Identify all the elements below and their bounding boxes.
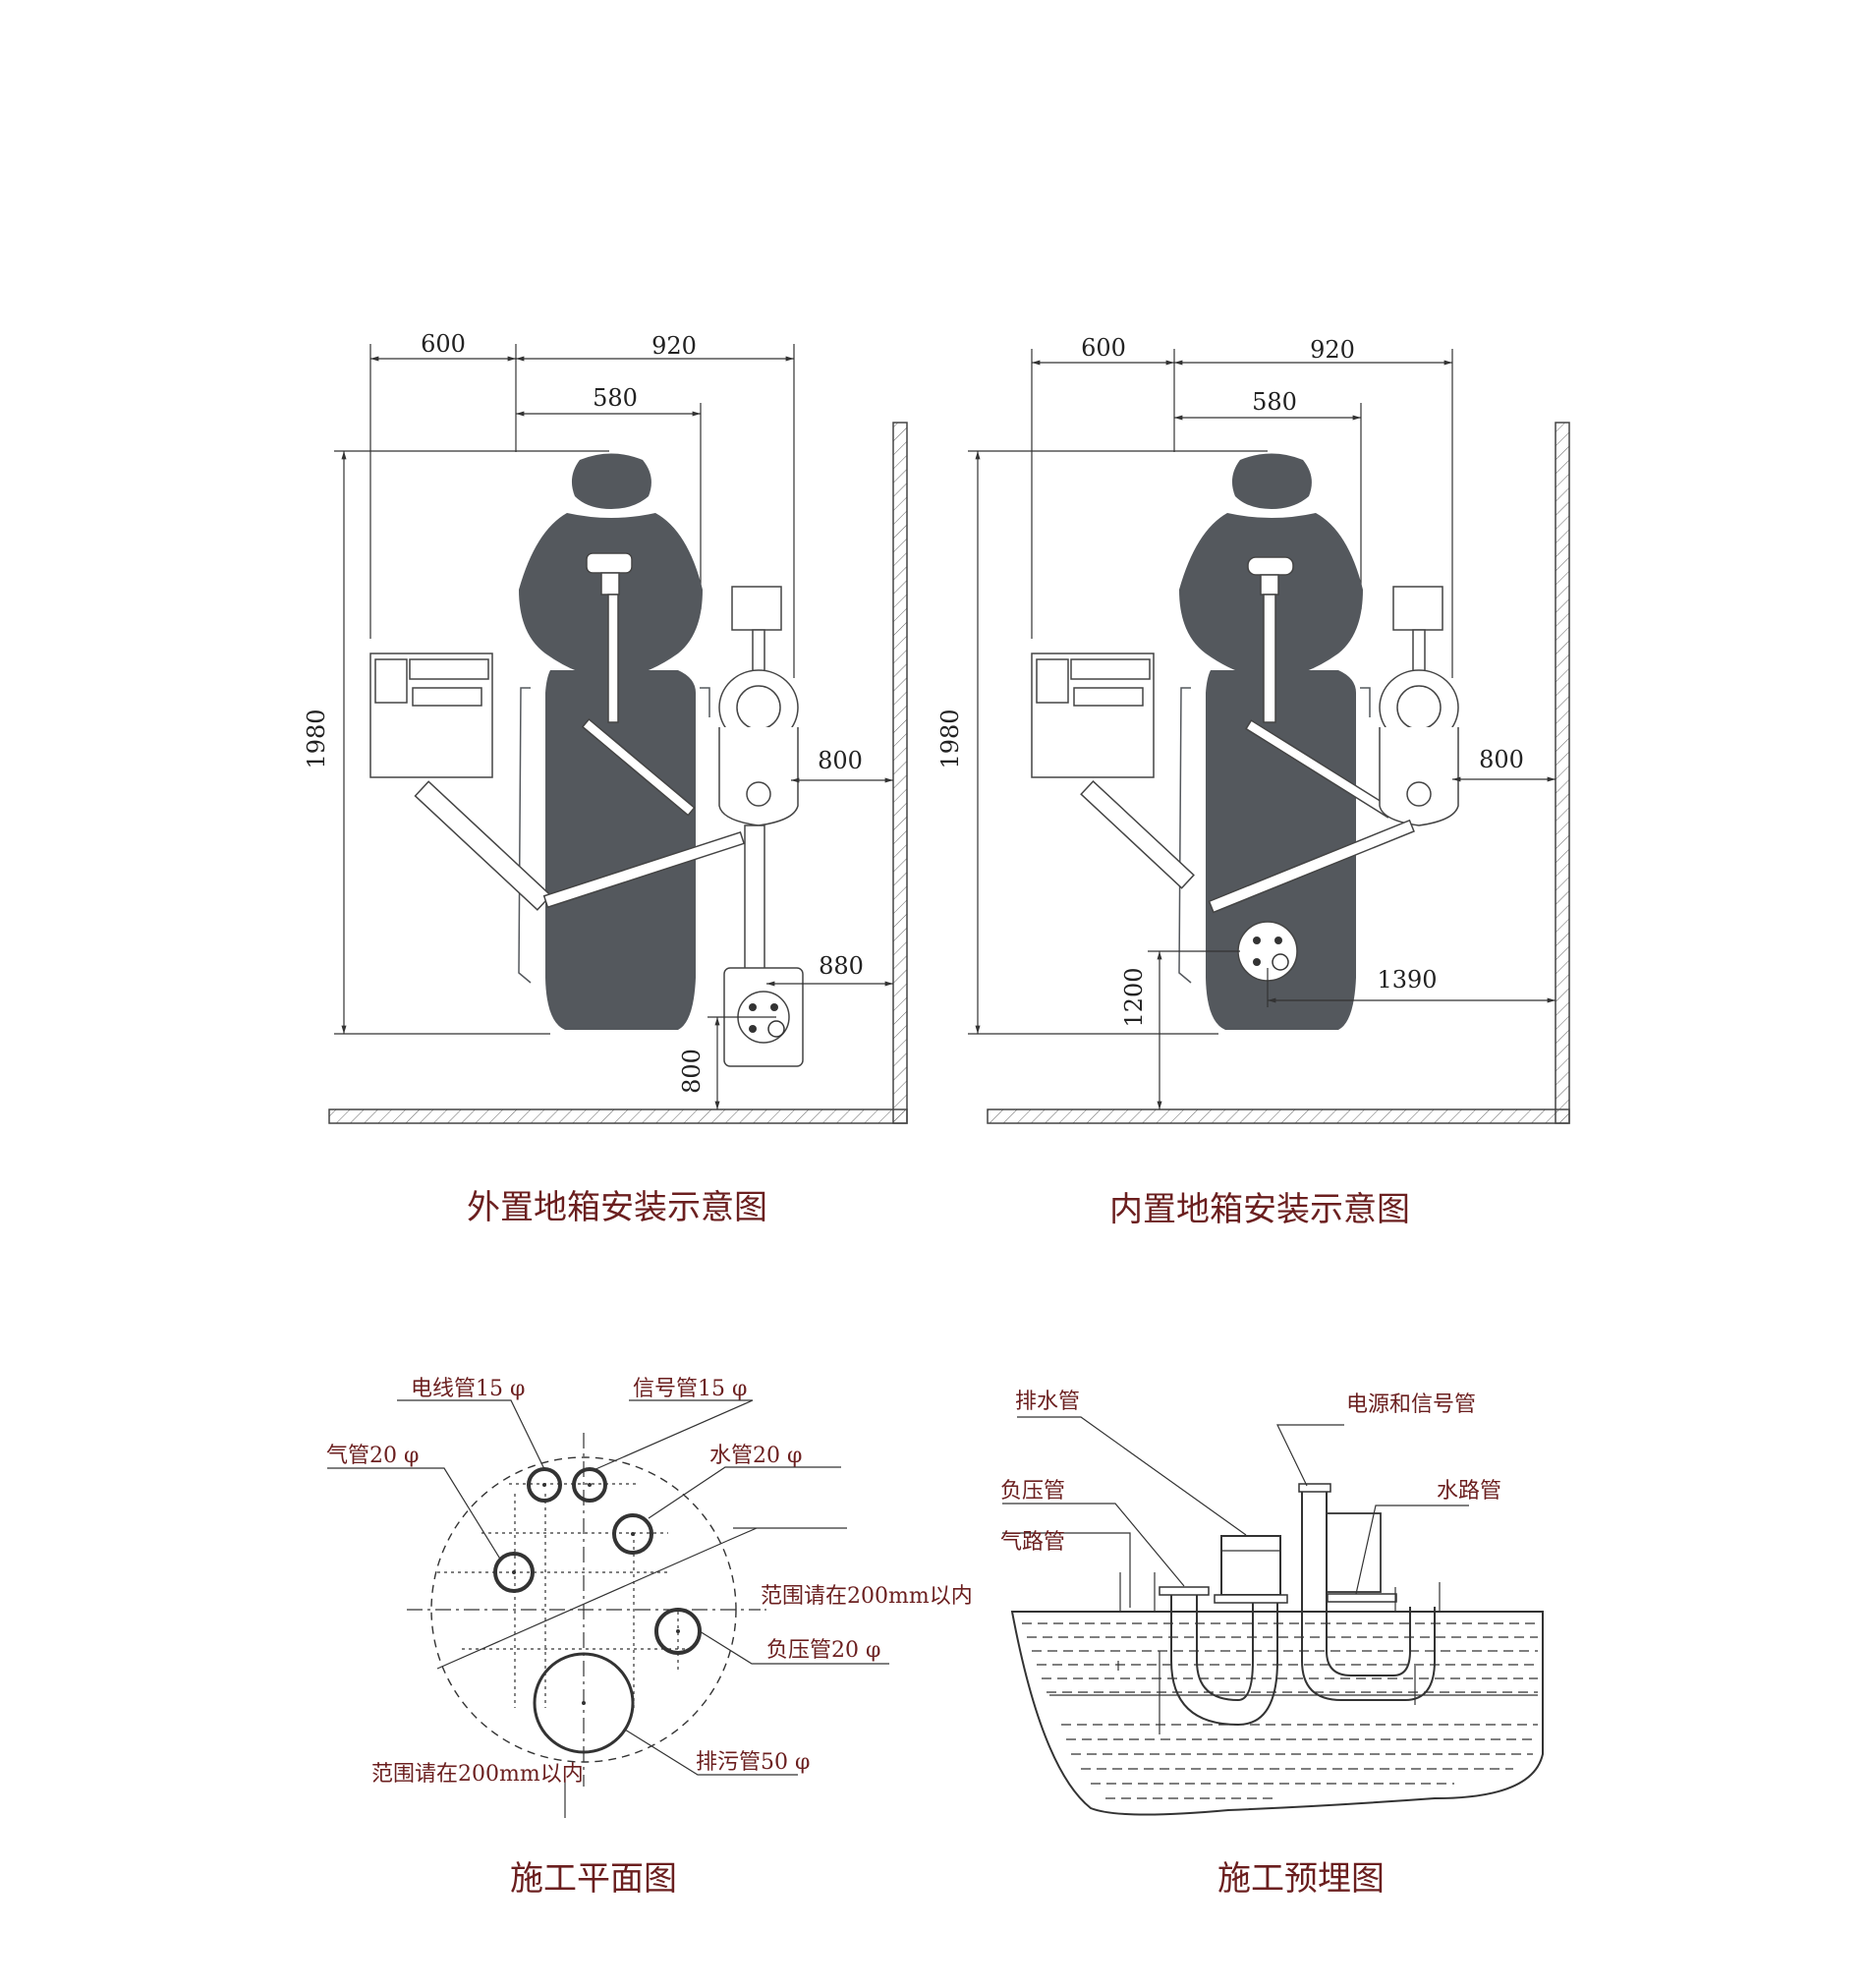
- dim-920-2: 920: [1310, 336, 1355, 364]
- assistant-column-2: [1379, 727, 1459, 826]
- dim-580-2: 580: [1252, 388, 1297, 416]
- caption-plan: 施工平面图: [510, 1859, 677, 1899]
- dim-920: 920: [651, 332, 697, 360]
- label-drain: 排水管: [1015, 1390, 1080, 1414]
- diagram-external-box: 600 920 580 1980: [303, 330, 908, 1227]
- drain-pipe: [533, 1652, 635, 1754]
- lamp-arm: [581, 717, 696, 817]
- diagram-internal-box: 600 920 580 1980 800 1390: [936, 334, 1570, 1229]
- assistant-box-2: [1392, 586, 1443, 631]
- diagram-embedded-section: 排水管 电源和信号管 负压管 水路管 气路管 施工预埋图: [1000, 1390, 1544, 1899]
- label-range-bottom: 范围请在200mm以内: [371, 1762, 584, 1787]
- label-drain-pipe: 排污管50 φ: [696, 1750, 810, 1775]
- side-wall-2: [1555, 422, 1570, 1124]
- dim-1200: 1200: [1120, 967, 1148, 1027]
- drain-pipe-block: [1220, 1535, 1281, 1596]
- floor-wall: [328, 1108, 908, 1124]
- assistant-column: [718, 727, 799, 826]
- label-range-right: 范围请在200mm以内: [761, 1584, 973, 1609]
- label-airway: 气路管: [1000, 1530, 1065, 1555]
- assistant-box: [731, 586, 782, 631]
- dim-1980-2: 1980: [936, 709, 964, 768]
- dim-800-right-2: 800: [1479, 746, 1524, 773]
- dim-1390: 1390: [1377, 966, 1437, 994]
- chair-headrest-2: [1231, 453, 1312, 509]
- label-vacuum: 负压管: [1000, 1479, 1065, 1504]
- vacuum-bend-pipe: [1170, 1590, 1278, 1727]
- label-water-pipe: 水管20 φ: [709, 1444, 802, 1468]
- label-wire-pipe: 电线管15 φ: [411, 1377, 525, 1401]
- tray-arm-2: [1080, 779, 1195, 889]
- signal-pipe: [572, 1467, 607, 1503]
- side-wall: [892, 422, 908, 1124]
- dim-1980: 1980: [303, 709, 330, 768]
- caption-internal: 内置地箱安装示意图: [1109, 1190, 1410, 1229]
- chair-seat: [545, 670, 696, 1030]
- water-pipe: [612, 1513, 653, 1555]
- label-signal-pipe: 信号管15 φ: [633, 1377, 747, 1401]
- label-waterway: 水路管: [1437, 1479, 1501, 1504]
- dim-880: 880: [819, 952, 864, 980]
- label-power-signal: 电源和信号管: [1346, 1392, 1476, 1417]
- label-air-pipe: 气管20 φ: [326, 1444, 419, 1468]
- floor-wall-2: [987, 1108, 1570, 1124]
- label-vacuum-pipe: 负压管20 φ: [766, 1638, 880, 1663]
- lamp-head: [586, 552, 633, 574]
- diagram-construction-plan: 电线管15 φ 信号管15 φ 气管20 φ 水管20 φ 范围请在200mm以…: [326, 1377, 973, 1899]
- dim-800-bottom: 800: [678, 1049, 706, 1094]
- lamp-head-2: [1247, 556, 1294, 576]
- ground-section: [1010, 1611, 1544, 1816]
- ground-fill: [1022, 1622, 1538, 1799]
- chair-headrest: [571, 453, 651, 509]
- caption-section: 施工预埋图: [1217, 1859, 1385, 1899]
- dim-600-2: 600: [1081, 334, 1126, 362]
- floor-arm: [542, 830, 746, 909]
- caption-external: 外置地箱安装示意图: [467, 1188, 767, 1227]
- dim-600: 600: [421, 330, 466, 358]
- dim-580: 580: [593, 384, 638, 412]
- air-pipe: [493, 1552, 535, 1593]
- dim-800-right: 800: [818, 747, 863, 774]
- tray-arm: [414, 780, 552, 911]
- power-signal-pipe: [1301, 1489, 1436, 1701]
- floor-arm-2: [1208, 819, 1415, 914]
